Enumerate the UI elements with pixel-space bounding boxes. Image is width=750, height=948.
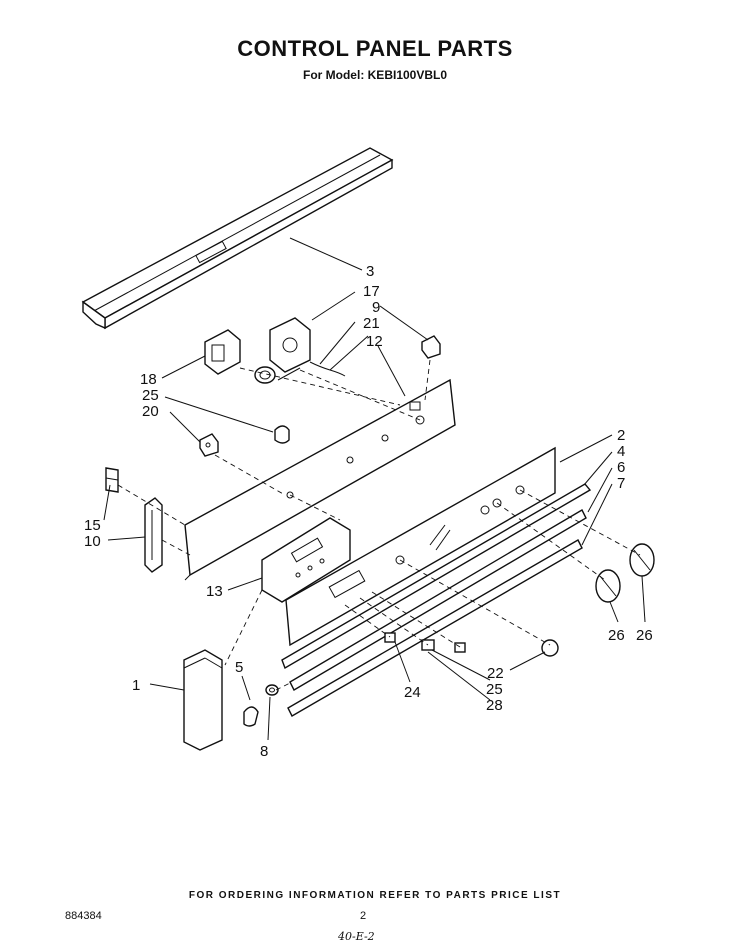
part-12-bracket	[184, 378, 456, 581]
model-subtitle: For Model: KEBI100VBL0	[302, 68, 448, 82]
callout-21: 22	[487, 665, 504, 682]
callout-19: 21	[363, 315, 380, 332]
callout-24: 26	[608, 627, 625, 644]
callout-1: 1	[132, 677, 140, 694]
part-19-ring	[254, 361, 346, 384]
part-9-clip	[421, 335, 441, 359]
part-4-6-7-trim-strips	[281, 483, 592, 717]
part-25-knob	[629, 543, 655, 577]
leader-lines	[103, 237, 646, 741]
page-title: CONTROL PANEL PARTS	[237, 36, 513, 61]
part-8-washer	[265, 684, 279, 696]
part-17-switch	[269, 317, 311, 373]
callout-20: 20	[142, 403, 159, 420]
handwritten-note: 40-E-2	[338, 930, 375, 943]
callout-5: 5	[235, 659, 243, 676]
callout-22: 25	[142, 387, 159, 404]
callout-7: 7	[617, 475, 625, 492]
callout-26-right: 25	[486, 681, 503, 698]
part-20-terminal	[199, 433, 219, 457]
part-24-knob	[595, 569, 621, 603]
callout-15: 15	[84, 517, 101, 534]
document-number: 884384	[65, 910, 102, 922]
callout-3: 3	[366, 263, 374, 280]
callout-25: 26	[636, 627, 653, 644]
callout-17: 17	[363, 283, 380, 300]
part-22-clip	[274, 425, 290, 444]
page-number: 2	[360, 910, 367, 922]
part-18-housing	[204, 329, 241, 375]
part-2-panel	[285, 446, 556, 647]
callout-18: 18	[140, 371, 157, 388]
callout-28: 28	[486, 697, 503, 714]
callout-12: 12	[366, 333, 383, 350]
part-1-end-cap	[183, 649, 223, 751]
ordering-note: FOR ORDERING INFORMATION REFER TO PARTS …	[188, 890, 562, 901]
callout-4: 4	[617, 443, 625, 460]
callout-2: 2	[617, 427, 625, 444]
assembly-lines	[117, 359, 641, 691]
callout-9: 9	[372, 299, 380, 316]
callout-13: 13	[206, 583, 223, 600]
part-21-insert	[541, 639, 559, 657]
part-3-top-trim	[81, 147, 394, 330]
part-5-clip	[243, 706, 259, 727]
callout-8: 8	[260, 743, 268, 760]
callout-26-left: 24	[404, 684, 421, 701]
callout-10: 10	[84, 533, 101, 550]
part-15-bracket	[105, 467, 119, 493]
part-10-bracket	[144, 497, 163, 573]
callout-6: 6	[617, 459, 625, 476]
callout-numbers: 3 17 9 21 12 18 25 20 15 10 13 1 5 8 2 4…	[84, 263, 653, 760]
